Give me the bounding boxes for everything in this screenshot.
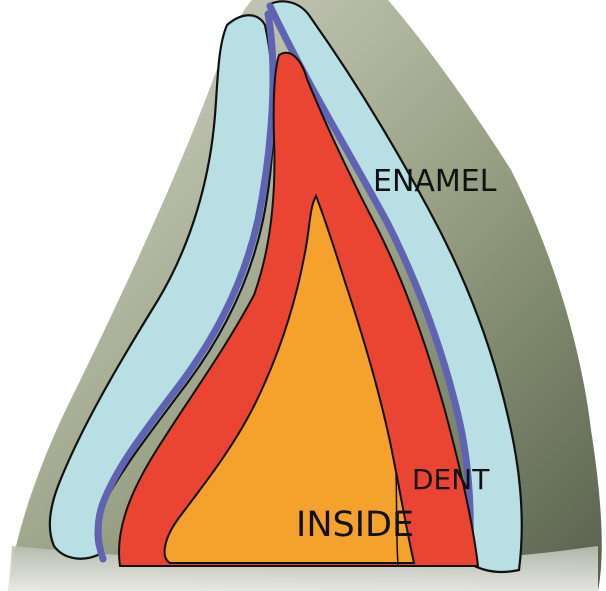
label-dent: DENT [412,463,490,496]
label-inside: INSIDE [296,505,414,545]
label-enamel: ENAMEL [373,164,497,199]
